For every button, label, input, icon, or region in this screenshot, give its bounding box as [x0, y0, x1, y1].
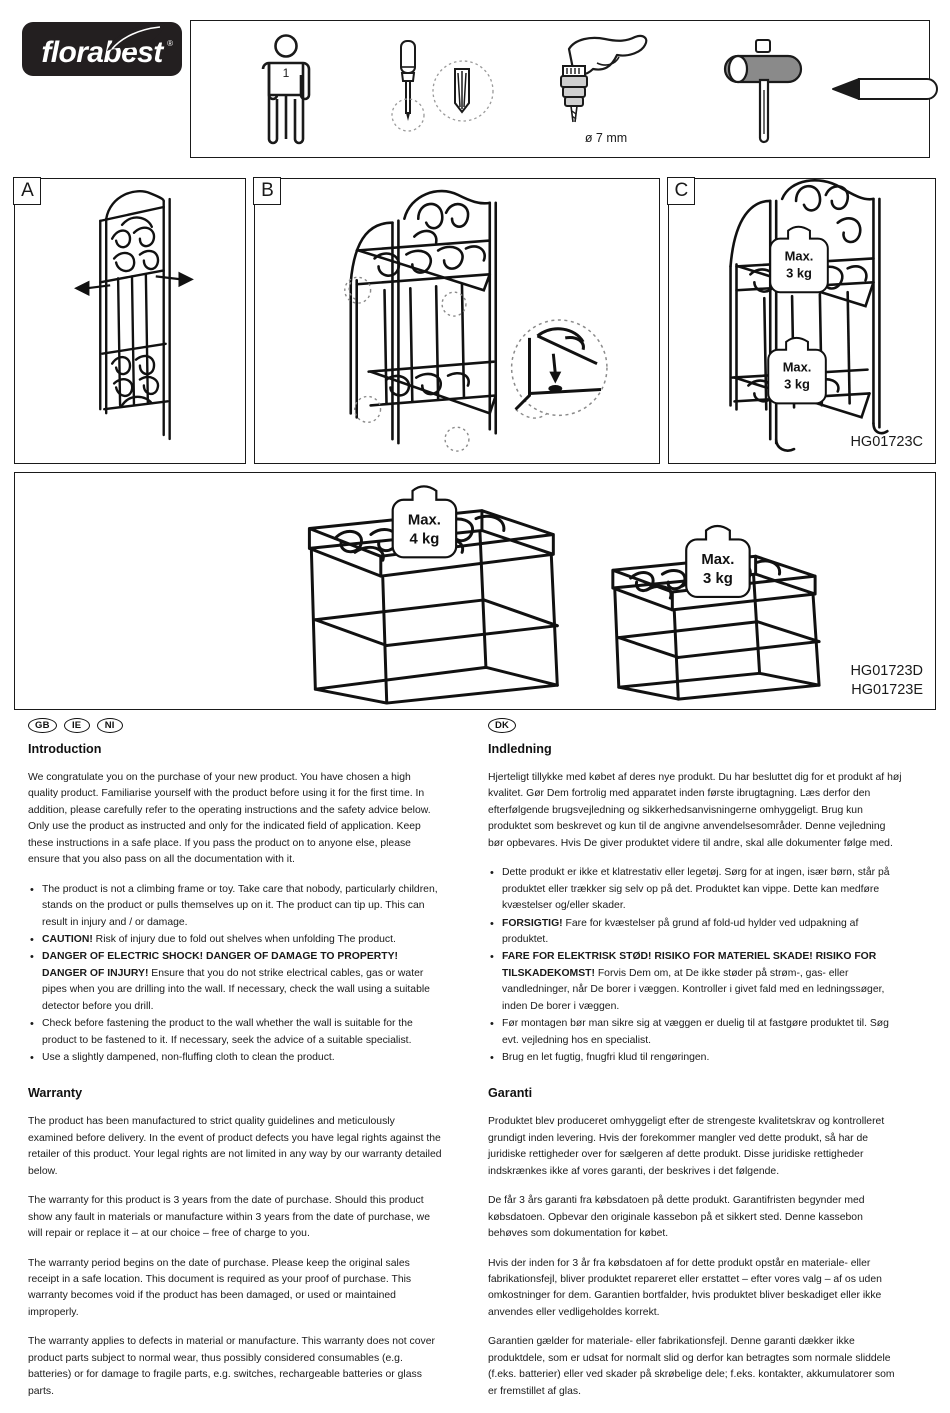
drill-bit-size: ø 7 mm: [584, 131, 628, 145]
list-item: Dette produkt er ikke et klatrestativ el…: [488, 865, 902, 914]
bullet-bold: FARE FOR ELEKTRISK STØD! RISIKO FOR MATE…: [502, 951, 877, 979]
danish-warranty-p2: De får 3 års garanti fra købsdatoen på d…: [488, 1195, 865, 1240]
panel-a-illustration: [74, 190, 194, 441]
danish-intro-heading: Indledning: [488, 742, 552, 756]
bullet-bold: CAUTION!: [42, 933, 93, 945]
panel-d-illustration: Max. 4 kg: [307, 485, 821, 705]
danish-warranty-p1: Produktet blev produceret omhyggeligt ef…: [488, 1116, 885, 1177]
assembly-panel-d: Max. 4 kg: [14, 472, 936, 710]
english-intro-body: We congratulate you on the purchase of y…: [28, 772, 431, 866]
mallet-icon: [723, 39, 803, 144]
model-number-c: HG01723C: [850, 434, 923, 451]
drill-icon: [560, 34, 648, 123]
english-warranty-p1: The product has been manufactured to str…: [28, 1116, 442, 1177]
weight-badge-lower: Max. 3 kg: [767, 336, 827, 405]
bullet-text: Før montagen bør man sikre sig at væggen…: [502, 1018, 889, 1046]
danish-column: DK Indledning Hjerteligt tillykke med kø…: [488, 718, 902, 1413]
pencil-icon: [832, 78, 938, 100]
panel-label-b: B: [253, 177, 282, 206]
tool-drill: ø 7 mm: [521, 21, 691, 157]
weight-badge-right-table: Max. 3 kg: [685, 524, 751, 599]
english-intro-heading: Introduction: [28, 742, 102, 756]
weight-upper-line1: Max.: [785, 248, 814, 263]
panel-label-a: A: [13, 177, 42, 206]
weight-lower-line1: Max.: [783, 360, 812, 375]
person-count: 1: [283, 66, 290, 80]
bullet-text: Dette produkt er ikke et klatrestativ el…: [502, 867, 890, 912]
brand-name: florabest: [41, 36, 163, 69]
model-numbers-d-e: HG01723D HG01723E: [850, 662, 923, 699]
list-item: FORSIGTIG! Fare for kvæstelser på grund …: [488, 916, 902, 949]
weight-left-line2: 4 kg: [410, 531, 440, 547]
bullet-text: Brug en let fugtig, fnugfri klud til ren…: [502, 1052, 710, 1063]
bullet-bold: FORSIGTIG!: [502, 917, 563, 929]
bullet-text: Fare for kvæstelser på grund af fold-ud …: [502, 917, 859, 945]
assembly-panel-a: A: [13, 177, 246, 464]
weight-lower-line2: 3 kg: [784, 376, 810, 391]
bullet-text: Forvis Dem om, at De ikke støder på strø…: [502, 967, 885, 1012]
list-item: FARE FOR ELEKTRISK STØD! RISIKO FOR MATE…: [488, 949, 902, 1015]
english-warranty-p4: The warranty applies to defects in mater…: [28, 1336, 435, 1397]
brand-logo: florabest ®: [22, 22, 182, 76]
list-item: Use a slightly dampened, non-fluffing cl…: [28, 1050, 442, 1068]
danish-intro-body: Hjerteligt tillykke med købet af deres n…: [488, 772, 902, 849]
person-icon: 1: [261, 34, 311, 145]
english-country-flags: GB IE NI: [28, 718, 442, 733]
bullet-text: The product is not a climbing frame or t…: [42, 883, 438, 928]
panel-label-c: C: [667, 177, 696, 206]
tool-mallet: [701, 21, 831, 157]
english-warranty-p3: The warranty period begins on the date o…: [28, 1257, 412, 1318]
danish-country-flags: DK: [488, 718, 902, 733]
bullet-text: Ensure that you do not strike electrical…: [42, 967, 430, 1012]
english-warranty-heading: Warranty: [28, 1086, 83, 1101]
weight-right-line1: Max.: [701, 552, 734, 568]
flag-ie: IE: [63, 718, 90, 733]
flag-gb: GB: [28, 718, 57, 733]
list-item: Check before fastening the product to th…: [28, 1016, 442, 1049]
bullet-text: Risk of injury due to fold out shelves w…: [92, 933, 396, 945]
panel-c-illustration: Max. 3 kg Max. 3 kg: [729, 179, 889, 452]
list-item: The product is not a climbing frame or t…: [28, 882, 442, 931]
english-safety-list: The product is not a climbing frame or t…: [28, 882, 442, 1068]
list-item: DANGER OF ELECTRIC SHOCK! DANGER OF DAMA…: [28, 949, 442, 1015]
tool-pencil: [832, 21, 938, 157]
required-tools-box: 1: [190, 20, 938, 158]
weight-right-line2: 3 kg: [703, 571, 733, 587]
weight-badge-left-table: Max. 4 kg: [391, 485, 458, 559]
flag-ni: NI: [96, 718, 123, 733]
weight-upper-line2: 3 kg: [786, 265, 812, 280]
danish-warranty-p4: Garantien gælder for materiale- eller fa…: [488, 1336, 895, 1397]
header-band: florabest ® 1: [0, 0, 950, 172]
screwdriver-icon: [391, 40, 494, 132]
tool-screwdriver: [366, 21, 506, 157]
flag-dk: DK: [488, 718, 517, 733]
weight-badge-upper: Max. 3 kg: [769, 225, 829, 294]
english-column: GB IE NI Introduction We congratulate yo…: [28, 718, 442, 1413]
bullet-bold: DANGER OF ELECTRIC SHOCK! DANGER OF DAMA…: [42, 951, 398, 979]
bullet-text: Use a slightly dampened, non-fluffing cl…: [42, 1052, 335, 1063]
danish-safety-list: Dette produkt er ikke et klatrestativ el…: [488, 865, 902, 1068]
list-item: Brug en let fugtig, fnugfri klud til ren…: [488, 1050, 902, 1068]
list-item: CAUTION! Risk of injury due to fold out …: [28, 932, 442, 950]
registered-mark: ®: [167, 39, 173, 48]
weight-left-line1: Max.: [408, 513, 441, 529]
danish-warranty-p3: Hvis der inden for 3 år fra købsdatoen a…: [488, 1257, 882, 1318]
tool-person: 1: [221, 21, 351, 157]
panel-b-illustration: [344, 189, 608, 452]
assembly-panel-c: C: [667, 177, 936, 464]
assembly-panel-b: B: [253, 177, 660, 464]
list-item: Før montagen bør man sikre sig at væggen…: [488, 1016, 902, 1049]
danish-warranty-heading: Garanti: [488, 1086, 533, 1101]
english-warranty-p2: The warranty for this product is 3 years…: [28, 1195, 430, 1240]
bullet-text: Check before fastening the product to th…: [42, 1018, 413, 1046]
